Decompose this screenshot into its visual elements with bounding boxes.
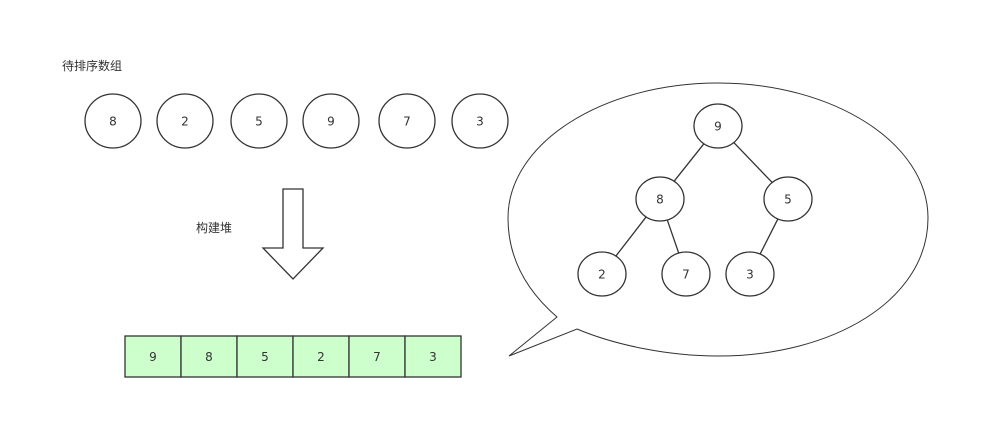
heap-array-cell-box (404, 335, 462, 378)
input-array-item: 5 (230, 93, 288, 149)
heap-tree-node: 9 (693, 103, 743, 149)
heap-array-cell: 5 (236, 335, 294, 378)
heap-tree-node-value: 2 (598, 268, 606, 282)
heap-tree-node-value: 8 (656, 193, 664, 207)
heap-tree-node-circle (661, 251, 711, 297)
input-array-item: 7 (378, 93, 436, 149)
input-array-item: 8 (84, 93, 142, 149)
input-array-node-circle (378, 93, 436, 149)
heap-array: 9 8 5 2 7 3 (124, 335, 462, 378)
input-array-item: 2 (156, 93, 214, 149)
heap-tree-node: 2 (577, 251, 627, 297)
input-array-value: 2 (181, 115, 189, 129)
input-array-node-circle (302, 93, 360, 149)
down-arrow-icon (261, 188, 325, 280)
heap-array-value: 5 (261, 350, 269, 364)
heap-array-cell: 2 (292, 335, 350, 378)
heap-tree-edge (673, 143, 705, 182)
input-array: 8 2 5 9 7 3 (84, 93, 509, 149)
heap-tree-nodes: 9 8 5 2 7 3 (577, 103, 813, 297)
heap-tree-node-circle (693, 103, 743, 149)
input-array-node-circle (230, 93, 288, 149)
input-array-node-circle (451, 93, 509, 149)
heap-array-value: 9 (149, 350, 157, 364)
heap-array-cell: 7 (348, 335, 406, 378)
heap-tree-node: 7 (661, 251, 711, 297)
heap-tree-node-circle (577, 251, 627, 297)
heap-array-cell: 8 (180, 335, 238, 378)
heap-array-value: 8 (205, 350, 213, 364)
input-array-item: 9 (302, 93, 360, 149)
heap-array-cell: 9 (124, 335, 182, 378)
heap-tree-edge (615, 216, 647, 257)
heap-tree-edge (733, 142, 773, 183)
heap-tree-node: 5 (763, 176, 813, 222)
heap-array-cell: 3 (404, 335, 462, 378)
input-array-value: 3 (476, 115, 484, 129)
input-array-value: 8 (109, 115, 117, 129)
heap-array-value: 3 (429, 350, 437, 364)
heap-tree-node-value: 9 (714, 120, 722, 134)
input-array-item: 3 (451, 93, 509, 149)
heap-tree-edge (759, 218, 779, 255)
input-array-node-circle (156, 93, 214, 149)
heap-tree-node: 8 (635, 176, 685, 222)
heap-array-cell-box (180, 335, 238, 378)
heap-tree-node: 3 (725, 251, 775, 297)
heap-tree-edges (615, 142, 779, 257)
heap-array-cell-box (292, 335, 350, 378)
heap-tree-edge (666, 219, 680, 254)
heap-tree-node-value: 5 (784, 193, 792, 207)
input-array-node-circle (84, 93, 142, 149)
input-array-title: 待排序数组 (62, 59, 123, 73)
input-array-value: 9 (327, 115, 335, 129)
heap-tree-node-circle (763, 176, 813, 222)
input-array-value: 5 (255, 115, 263, 129)
heap-tree-node-circle (725, 251, 775, 297)
heap-array-value: 7 (373, 350, 381, 364)
heap-array-value: 2 (317, 350, 325, 364)
build-heap-label: 构建堆 (196, 221, 233, 235)
input-array-value: 7 (403, 115, 411, 129)
heap-tree-node-value: 3 (746, 268, 754, 282)
heap-tree-node-value: 7 (682, 268, 690, 282)
heap-tree-node-circle (635, 176, 685, 222)
